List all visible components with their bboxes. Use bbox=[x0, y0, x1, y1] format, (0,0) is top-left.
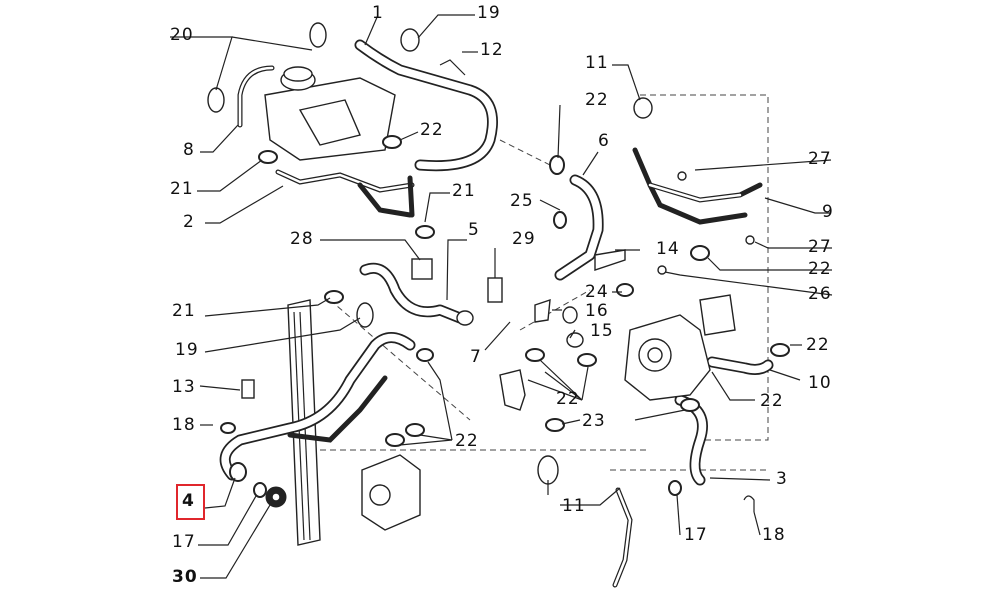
callout-18: 18 bbox=[172, 415, 196, 435]
callout-22: 22 bbox=[760, 391, 784, 411]
callout-3: 3 bbox=[776, 469, 788, 489]
callout-5: 5 bbox=[468, 220, 480, 240]
callout-13: 13 bbox=[172, 377, 196, 397]
callout-23: 23 bbox=[582, 411, 606, 431]
callout-27: 27 bbox=[808, 149, 832, 169]
callout-17: 17 bbox=[172, 532, 196, 552]
callout-21: 21 bbox=[452, 181, 476, 201]
oil-cooler bbox=[361, 454, 421, 531]
callout-14: 14 bbox=[656, 239, 680, 259]
callout-11: 11 bbox=[585, 53, 609, 73]
hose-3 bbox=[674, 394, 708, 486]
callout-18: 18 bbox=[762, 525, 786, 545]
pipe-9 bbox=[632, 147, 763, 225]
callout-22: 22 bbox=[420, 120, 444, 140]
callout-29: 29 bbox=[512, 229, 536, 249]
callout-20: 20 bbox=[170, 25, 194, 45]
callout-22: 22 bbox=[455, 431, 479, 451]
clamps bbox=[207, 22, 790, 512]
callout-21: 21 bbox=[170, 179, 194, 199]
callout-15: 15 bbox=[590, 321, 614, 341]
pipe-2 bbox=[275, 169, 415, 218]
thermostat-housing bbox=[624, 294, 736, 401]
leader-lines bbox=[170, 14, 833, 579]
hose-5 bbox=[359, 262, 466, 324]
callout-28: 28 bbox=[290, 229, 314, 249]
outlet-pipe bbox=[612, 487, 633, 588]
callout-22: 22 bbox=[556, 389, 580, 409]
callout-19: 19 bbox=[477, 3, 501, 23]
hose-6 bbox=[554, 174, 604, 281]
callout-4: 4 bbox=[182, 491, 195, 511]
hose-1 bbox=[354, 39, 498, 172]
callout-25: 25 bbox=[510, 191, 534, 211]
callout-labels: 20 1 19 12 11 8 22 22 6 27 21 21 25 9 2 … bbox=[170, 3, 834, 587]
callout-4-highlight-box bbox=[176, 484, 205, 520]
callout-17: 17 bbox=[684, 525, 708, 545]
callout-16: 16 bbox=[585, 301, 609, 321]
callout-22: 22 bbox=[808, 259, 832, 279]
callout-7: 7 bbox=[470, 347, 482, 367]
hose-10 bbox=[706, 356, 774, 375]
callout-22: 22 bbox=[585, 90, 609, 110]
callout-22: 22 bbox=[806, 335, 830, 355]
callout-11: 11 bbox=[562, 496, 586, 516]
callout-1: 1 bbox=[372, 3, 384, 23]
callout-10: 10 bbox=[808, 373, 832, 393]
callout-8: 8 bbox=[183, 140, 195, 160]
callout-19: 19 bbox=[175, 340, 199, 360]
hose-4 bbox=[219, 332, 416, 481]
callout-30: 30 bbox=[172, 567, 198, 587]
callout-27: 27 bbox=[808, 237, 832, 257]
callout-21: 21 bbox=[172, 301, 196, 321]
callout-6: 6 bbox=[598, 131, 610, 151]
callout-24: 24 bbox=[585, 282, 609, 302]
callout-26: 26 bbox=[808, 284, 832, 304]
callout-2: 2 bbox=[183, 212, 195, 232]
callout-9: 9 bbox=[822, 202, 834, 222]
expansion-tank bbox=[237, 65, 396, 161]
callout-12: 12 bbox=[480, 40, 504, 60]
